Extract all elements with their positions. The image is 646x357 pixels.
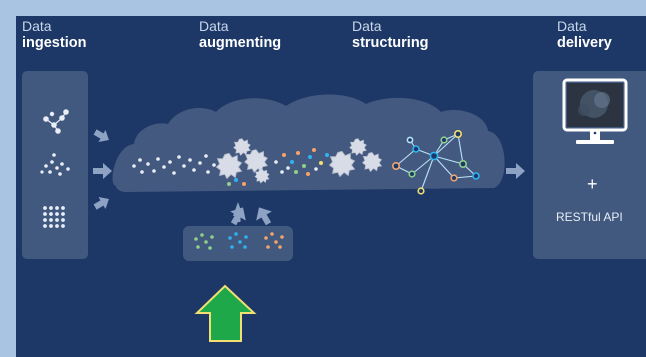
augment-source-panel xyxy=(183,226,293,261)
restful-api-label: RESTful API xyxy=(556,210,623,224)
stage-structuring-line2: structuring xyxy=(352,35,429,51)
ingestion-arrows xyxy=(93,129,112,210)
cloud-shape xyxy=(112,94,505,192)
delivery-arrow xyxy=(506,163,525,179)
stage-structuring-line1: Data xyxy=(352,18,382,34)
dot-grid-icon xyxy=(43,206,65,228)
pipeline-diagram: Data ingestion Data augmenting Data stru… xyxy=(16,16,646,357)
network-graph-icon xyxy=(391,130,480,195)
stage-augmenting-line2: augmenting xyxy=(199,35,282,51)
augment-source-dots xyxy=(194,232,284,250)
up-arrow-icon xyxy=(194,284,257,342)
stage-label-structuring: Data structuring xyxy=(352,18,429,52)
augment-up-arrows xyxy=(230,202,272,226)
stage-delivery-line2: delivery xyxy=(557,35,612,51)
dot-cluster-icon xyxy=(40,153,70,176)
diagram-graphics xyxy=(40,78,628,342)
stage-ingestion-line2: ingestion xyxy=(22,35,87,51)
molecule-icon xyxy=(43,109,69,134)
stage-label-delivery: Data delivery xyxy=(557,18,612,52)
colored-dots xyxy=(227,148,329,186)
ingestion-panel xyxy=(22,71,88,259)
augment-dots xyxy=(132,154,318,175)
api-plus: + xyxy=(587,174,598,194)
stage-label-ingestion: Data ingestion xyxy=(22,18,86,52)
monitor-icon xyxy=(562,78,628,144)
stage-augmenting-line1: Data xyxy=(199,18,229,34)
stage-delivery-line1: Data xyxy=(557,18,587,34)
stage-label-augmenting: Data augmenting xyxy=(199,18,281,52)
stage-ingestion-line1: Data xyxy=(22,18,52,34)
